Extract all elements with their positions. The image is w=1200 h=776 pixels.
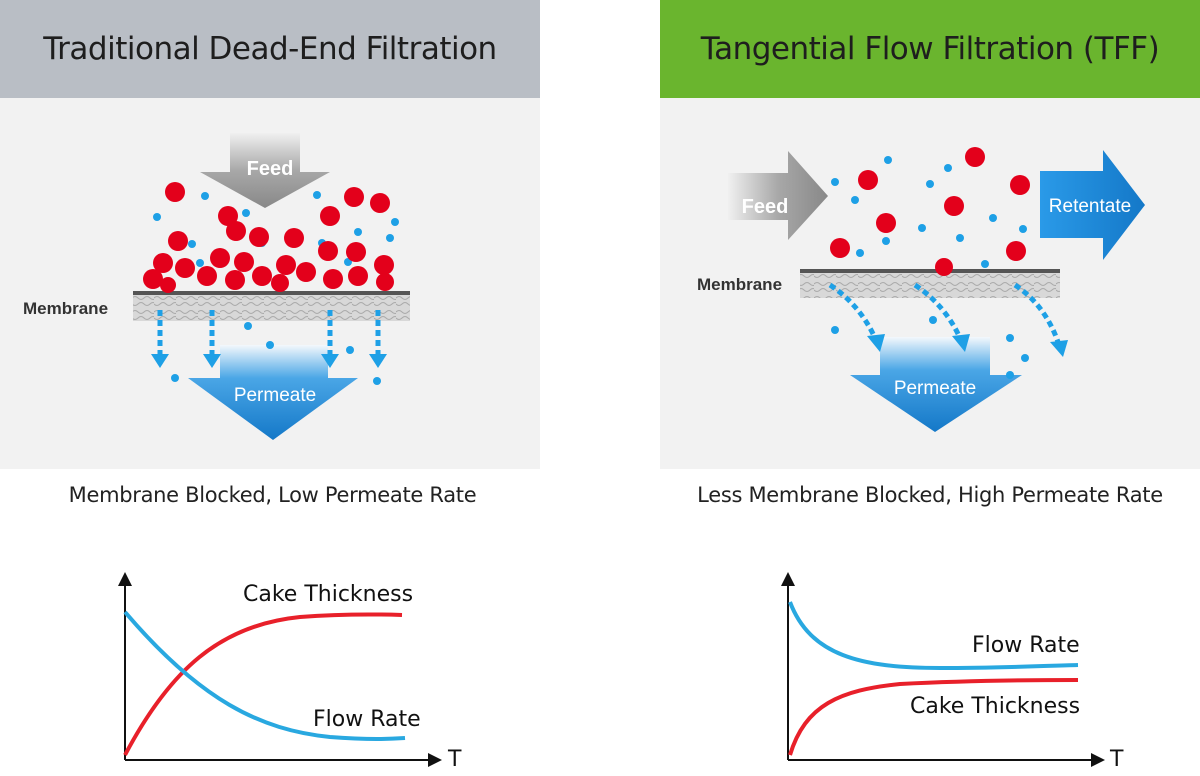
tff-small-particles: [831, 156, 1029, 379]
permeate-flow-arrows: [157, 310, 381, 355]
feed-label: Feed: [247, 158, 294, 180]
tff-permeate-arrow: Permeate: [850, 337, 1022, 432]
dead-end-title: Traditional Dead-End Filtration: [0, 0, 540, 98]
dead-end-caption: Membrane Blocked, Low Permeate Rate: [68, 483, 477, 507]
tff-permeate-flow-heads: [867, 334, 1068, 357]
tff-large-particles: [830, 147, 1030, 276]
tff-membrane-label: Membrane: [697, 275, 782, 294]
retentate-label: Retentate: [1049, 196, 1131, 217]
permeate-arrow: Permeate: [188, 345, 358, 440]
flow-rate-label: Flow Rate: [313, 707, 421, 732]
permeate-label: Permeate: [234, 385, 316, 406]
tff-title: Tangential Flow Filtration (TFF): [660, 0, 1200, 98]
tff-permeate-label: Permeate: [894, 378, 976, 399]
tff-flow-rate-curve: [788, 601, 1079, 671]
tff-y-axis-arrowhead: [781, 572, 795, 586]
dead-end-diagram: Feed Permeate Membrane: [23, 133, 410, 440]
large-particles: [143, 182, 394, 293]
feed-arrow: Feed: [200, 133, 330, 208]
tff-flow-rate-label: Flow Rate: [972, 633, 1080, 658]
tff-permeate-flow-arrows: [828, 282, 1061, 343]
tff-feed-arrow: Feed: [728, 151, 828, 240]
tff-membrane: Membrane: [697, 269, 1060, 298]
tff-chart: Flow Rate Cake Thickness T: [781, 572, 1124, 772]
x-axis-arrowhead: [428, 753, 442, 767]
y-axis-arrowhead: [118, 572, 132, 586]
tff-x-axis-label: T: [1109, 747, 1124, 772]
tff-feed-label: Feed: [742, 196, 789, 218]
membrane-label: Membrane: [23, 299, 108, 318]
dead-end-chart: Cake Thickness Flow Rate T: [118, 572, 462, 772]
tff-caption: Less Membrane Blocked, High Permeate Rat…: [697, 483, 1163, 507]
tff-diagram: Feed Retentate Permeate Membrane: [697, 147, 1145, 432]
permeate-flow-heads: [151, 354, 387, 368]
cake-thickness-label: Cake Thickness: [243, 582, 413, 607]
tff-cake-thickness-label: Cake Thickness: [910, 694, 1080, 719]
x-axis-label: T: [447, 747, 462, 772]
cake-thickness-curve: [123, 612, 403, 756]
retentate-arrow: Retentate: [1040, 150, 1145, 260]
tff-cake-thickness-curve: [788, 678, 1079, 756]
membrane: Membrane: [23, 291, 410, 321]
flow-rate-curve: [123, 610, 406, 741]
tff-x-axis-arrowhead: [1091, 753, 1105, 767]
